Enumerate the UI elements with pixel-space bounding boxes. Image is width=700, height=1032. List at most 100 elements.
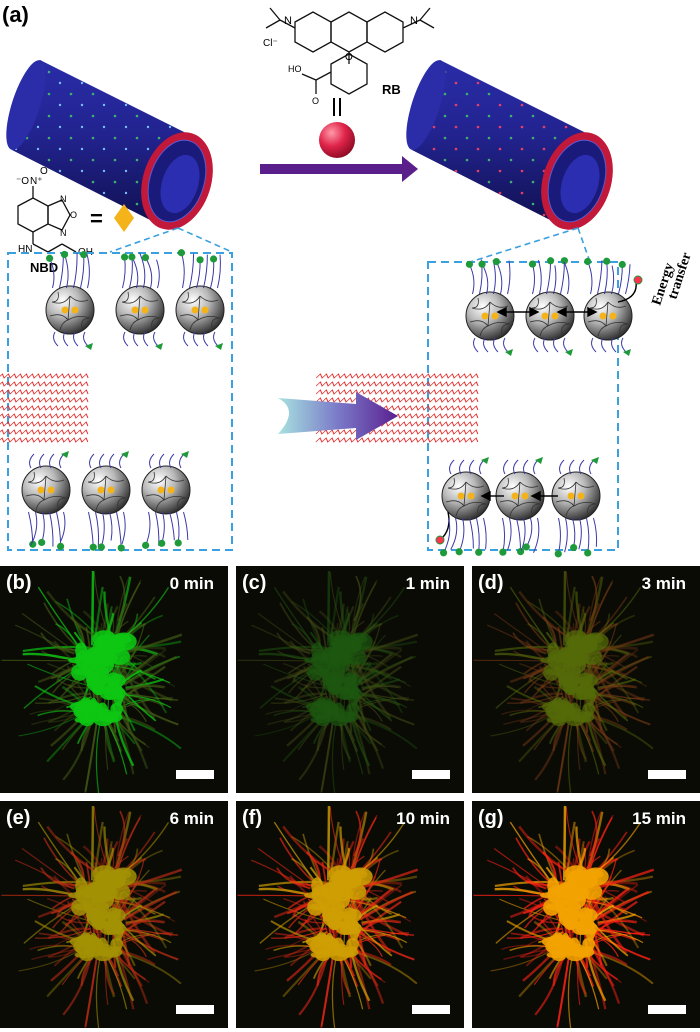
fibril — [351, 718, 383, 746]
lipid-tail — [611, 337, 617, 353]
fibril — [270, 692, 327, 704]
fibril — [583, 898, 626, 911]
fibril — [347, 663, 390, 676]
fibril — [556, 723, 570, 793]
fibril — [589, 810, 598, 857]
nbd-equals: = — [90, 206, 103, 231]
lipid-tail — [123, 331, 129, 347]
terminal-group — [155, 343, 163, 350]
nanotube-left — [6, 60, 213, 230]
aggregate-core — [546, 951, 567, 959]
terminal-group — [535, 457, 543, 464]
fibril — [329, 572, 346, 637]
fibril — [589, 575, 598, 622]
headgroup-dot — [141, 253, 150, 262]
micrograph-panel-c: (c) 1 min — [236, 566, 464, 793]
headgroup-dot — [439, 549, 448, 557]
fibril — [597, 678, 637, 689]
fibril — [120, 932, 174, 944]
lipid-tail — [183, 331, 189, 347]
headgroup-dot — [142, 541, 150, 549]
aggregate-core — [310, 716, 331, 724]
panel-label-a: (a) — [2, 2, 29, 27]
micrograph-panel-g: (g) 15 min — [472, 801, 700, 1028]
time-label-e: 6 min — [169, 809, 214, 828]
headgroup-dot — [45, 254, 54, 262]
fibril — [115, 954, 150, 984]
fibril — [298, 722, 328, 781]
headgroup-dot — [584, 549, 592, 557]
lipid-tail — [559, 459, 565, 475]
lipid-tail — [479, 459, 485, 475]
lipid-tail — [560, 260, 565, 295]
fibril — [289, 695, 328, 712]
lipid-tail — [495, 261, 503, 295]
rb-chloride: Cl⁻ — [263, 38, 278, 49]
lipid-tail — [161, 511, 165, 544]
aggregate-core — [100, 686, 117, 700]
fibril — [597, 685, 635, 691]
lipid-tail — [569, 459, 575, 475]
aggregate-core — [560, 703, 569, 716]
micrograph-panel-f: (f) 10 min — [236, 801, 464, 1028]
fibril — [22, 887, 72, 896]
lipid-tail — [179, 453, 185, 469]
lipid-tail — [203, 254, 208, 289]
headgroup-dot — [618, 260, 626, 269]
lipid-tail — [553, 337, 559, 353]
headgroup-dot — [97, 543, 105, 551]
fibril — [279, 602, 317, 650]
alkyl-chain — [0, 389, 89, 395]
fibril — [125, 919, 166, 927]
scale-bar-b — [176, 770, 214, 779]
micrograph-image-e — [1, 805, 183, 1028]
terminal-group — [623, 349, 631, 356]
micrograph-image-c — [237, 570, 419, 793]
lipid-tail — [468, 264, 475, 295]
nbd-diamond-icon — [114, 204, 134, 232]
aggregate-core — [310, 951, 331, 959]
fibril — [509, 821, 553, 884]
fibril — [37, 821, 81, 884]
scale-bar-g — [648, 1005, 686, 1014]
lipid-tail — [59, 253, 64, 289]
fibril — [351, 954, 386, 984]
lipid-tail — [520, 517, 526, 551]
aggregate-core — [96, 702, 108, 719]
fibril — [93, 807, 110, 872]
aggregate-core — [74, 716, 95, 724]
lipid-tail — [30, 511, 38, 546]
fibril — [520, 927, 563, 940]
fibril — [84, 958, 98, 1027]
fibril — [512, 867, 547, 889]
fibril — [21, 613, 76, 653]
nanotube-right — [406, 60, 613, 230]
fibril — [353, 575, 362, 622]
fibril — [23, 904, 76, 944]
fibril — [343, 958, 364, 1010]
lipid-tail — [145, 511, 151, 546]
aggregate-core — [585, 869, 596, 885]
fibril — [597, 919, 638, 927]
terminal-group — [121, 451, 129, 458]
fibril — [107, 958, 128, 1010]
scale-bar-f — [412, 1005, 450, 1014]
aggregate-core — [348, 711, 358, 718]
fibril — [597, 694, 644, 709]
lipid-tail — [156, 259, 160, 289]
fibril — [509, 586, 553, 649]
aggregate-core — [560, 938, 569, 951]
fibril — [597, 927, 651, 936]
alkyl-chain — [0, 429, 89, 435]
lipid-tail — [597, 260, 603, 295]
fibril — [119, 714, 156, 731]
lipid-tail — [563, 337, 569, 353]
fibril — [350, 811, 366, 872]
fibril — [254, 714, 316, 737]
fibril — [493, 848, 548, 888]
fibril — [66, 665, 90, 701]
fibril — [302, 665, 326, 701]
aggregate-core — [88, 938, 97, 951]
lipid-tail — [533, 517, 540, 553]
aggregate-core — [584, 946, 594, 953]
